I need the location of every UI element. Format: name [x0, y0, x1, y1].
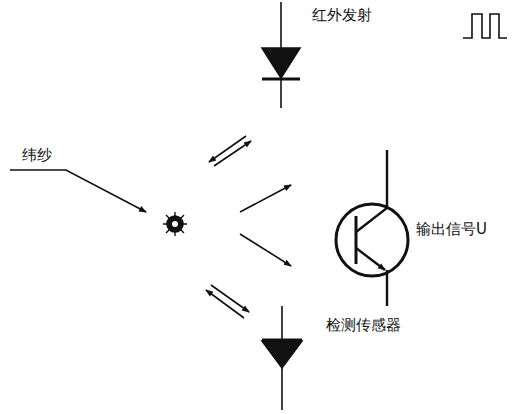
signal-label: 输出信号U [416, 220, 487, 238]
diode-lead [280, 79, 282, 108]
light-ray [211, 285, 249, 312]
transistor-collector [356, 150, 387, 232]
light-ray [214, 141, 251, 166]
emitter-label: 红外发射 [312, 6, 372, 24]
transistor-symbol [336, 204, 408, 276]
sensor-label: 检测传感器 [326, 316, 401, 334]
yarn-dot [163, 212, 187, 236]
diode-symbol [262, 341, 302, 368]
light-ray [240, 234, 291, 266]
weft-yarn-label: 纬纱 [22, 146, 52, 164]
diode-symbol [262, 48, 300, 78]
light-ray [240, 185, 291, 212]
transistor-lead [386, 270, 388, 306]
transistor-base [355, 216, 358, 264]
diode-lead [280, 2, 282, 48]
pulse-wave [463, 14, 507, 38]
weft-yarn-line [10, 170, 146, 212]
diode-lead [281, 368, 283, 410]
transistor-emitter [356, 248, 385, 270]
diode-lead [281, 306, 283, 340]
